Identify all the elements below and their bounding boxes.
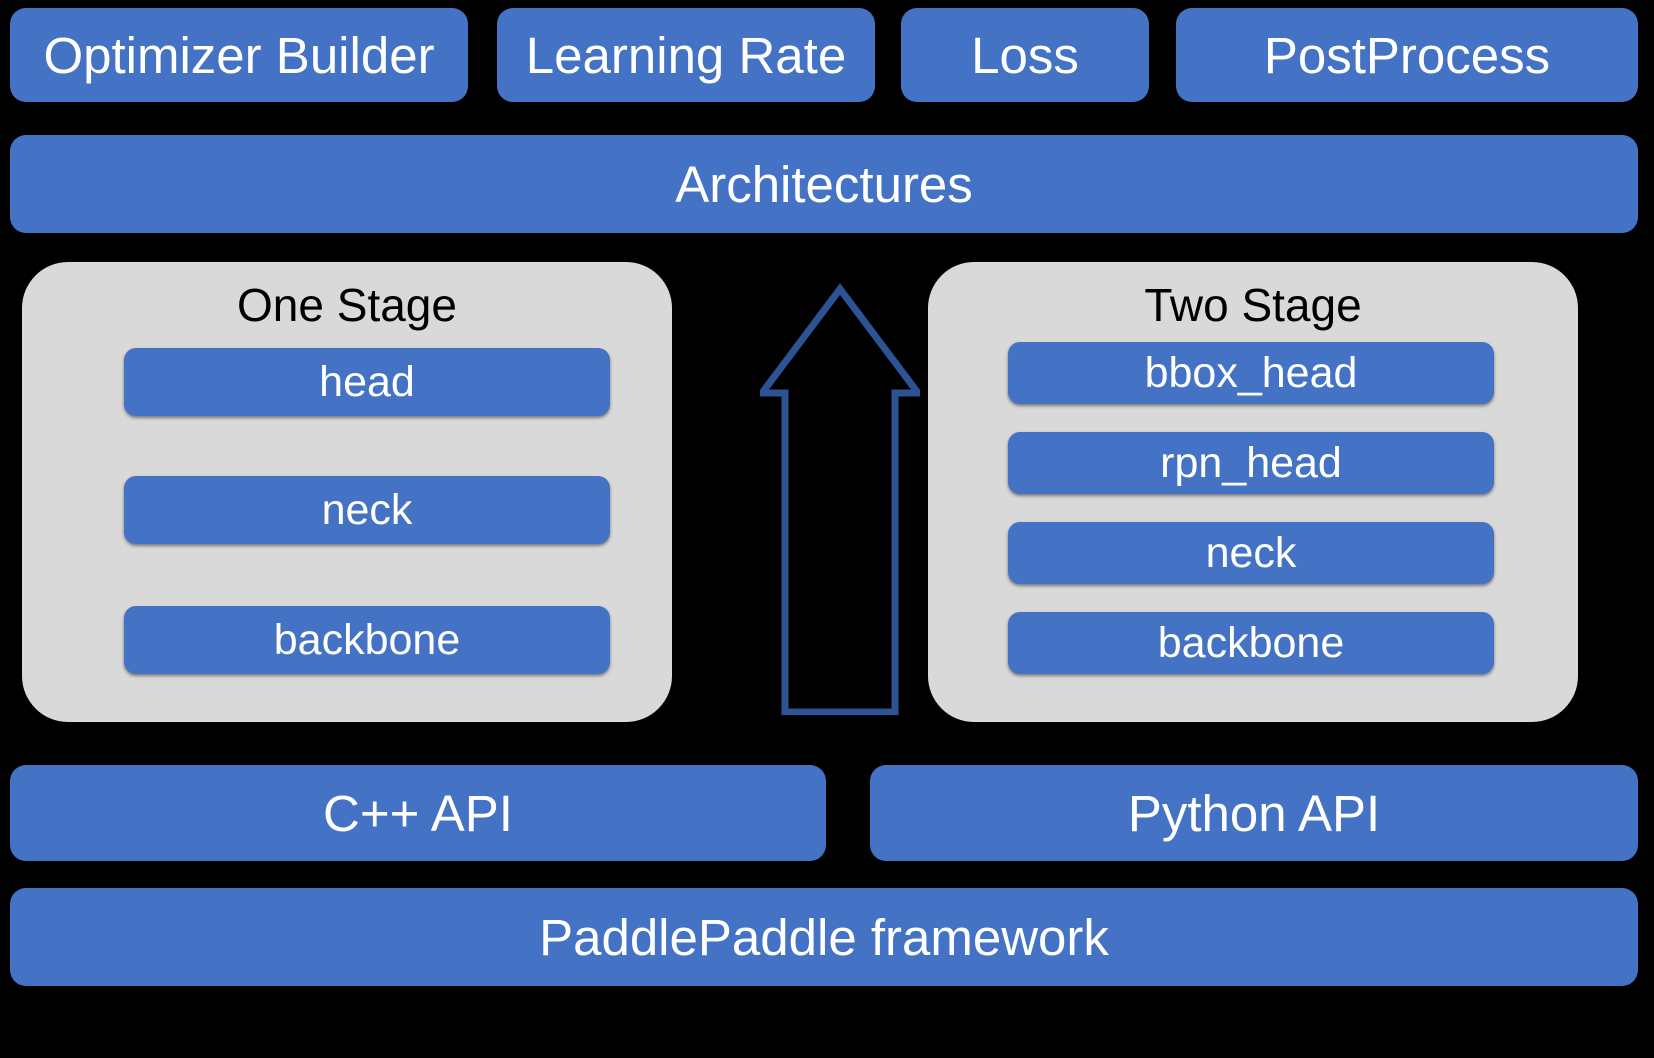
paddlepaddle-framework-bar[interactable]: PaddlePaddle framework	[10, 888, 1638, 986]
one-stage-module-backbone[interactable]: backbone	[124, 606, 610, 674]
module-label: rpn_head	[1160, 438, 1342, 487]
module-label: backbone	[273, 615, 461, 664]
module-label: neck	[1205, 528, 1297, 577]
architectures-bar[interactable]: Architectures	[10, 135, 1638, 233]
two-stage-module-neck[interactable]: neck	[1008, 522, 1494, 584]
one-stage-title: One Stage	[237, 279, 457, 331]
module-label: neck	[321, 485, 413, 534]
two-stage-title: Two Stage	[1144, 279, 1362, 331]
one-stage-module-neck[interactable]: neck	[124, 476, 610, 544]
module-label: head	[319, 357, 415, 406]
cpp-api-label: C++ API	[323, 784, 513, 842]
chip-label: Learning Rate	[525, 26, 847, 84]
chip-postprocess[interactable]: PostProcess	[1176, 8, 1638, 102]
chip-label: Loss	[971, 26, 1079, 84]
cpp-api-bar[interactable]: C++ API	[10, 765, 826, 861]
two-stage-module-backbone[interactable]: backbone	[1008, 612, 1494, 674]
chip-label: Optimizer Builder	[43, 26, 435, 84]
one-stage-panel: One Stage head neck backbone	[22, 262, 672, 722]
chip-learning-rate[interactable]: Learning Rate	[497, 8, 875, 102]
chip-loss[interactable]: Loss	[901, 8, 1149, 102]
framework-label: PaddlePaddle framework	[539, 908, 1109, 966]
two-stage-module-rpn-head[interactable]: rpn_head	[1008, 432, 1494, 494]
two-stage-module-bbox-head[interactable]: bbox_head	[1008, 342, 1494, 404]
module-label: bbox_head	[1144, 348, 1358, 397]
up-arrow-icon	[760, 283, 920, 715]
architectures-label: Architectures	[675, 155, 973, 213]
python-api-label: Python API	[1127, 784, 1381, 842]
two-stage-panel: Two Stage bbox_head rpn_head neck backbo…	[928, 262, 1578, 722]
up-arrow-outline	[760, 283, 920, 715]
chip-optimizer-builder[interactable]: Optimizer Builder	[10, 8, 468, 102]
one-stage-module-head[interactable]: head	[124, 348, 610, 416]
python-api-bar[interactable]: Python API	[870, 765, 1638, 861]
module-label: backbone	[1157, 618, 1345, 667]
chip-label: PostProcess	[1263, 26, 1551, 84]
